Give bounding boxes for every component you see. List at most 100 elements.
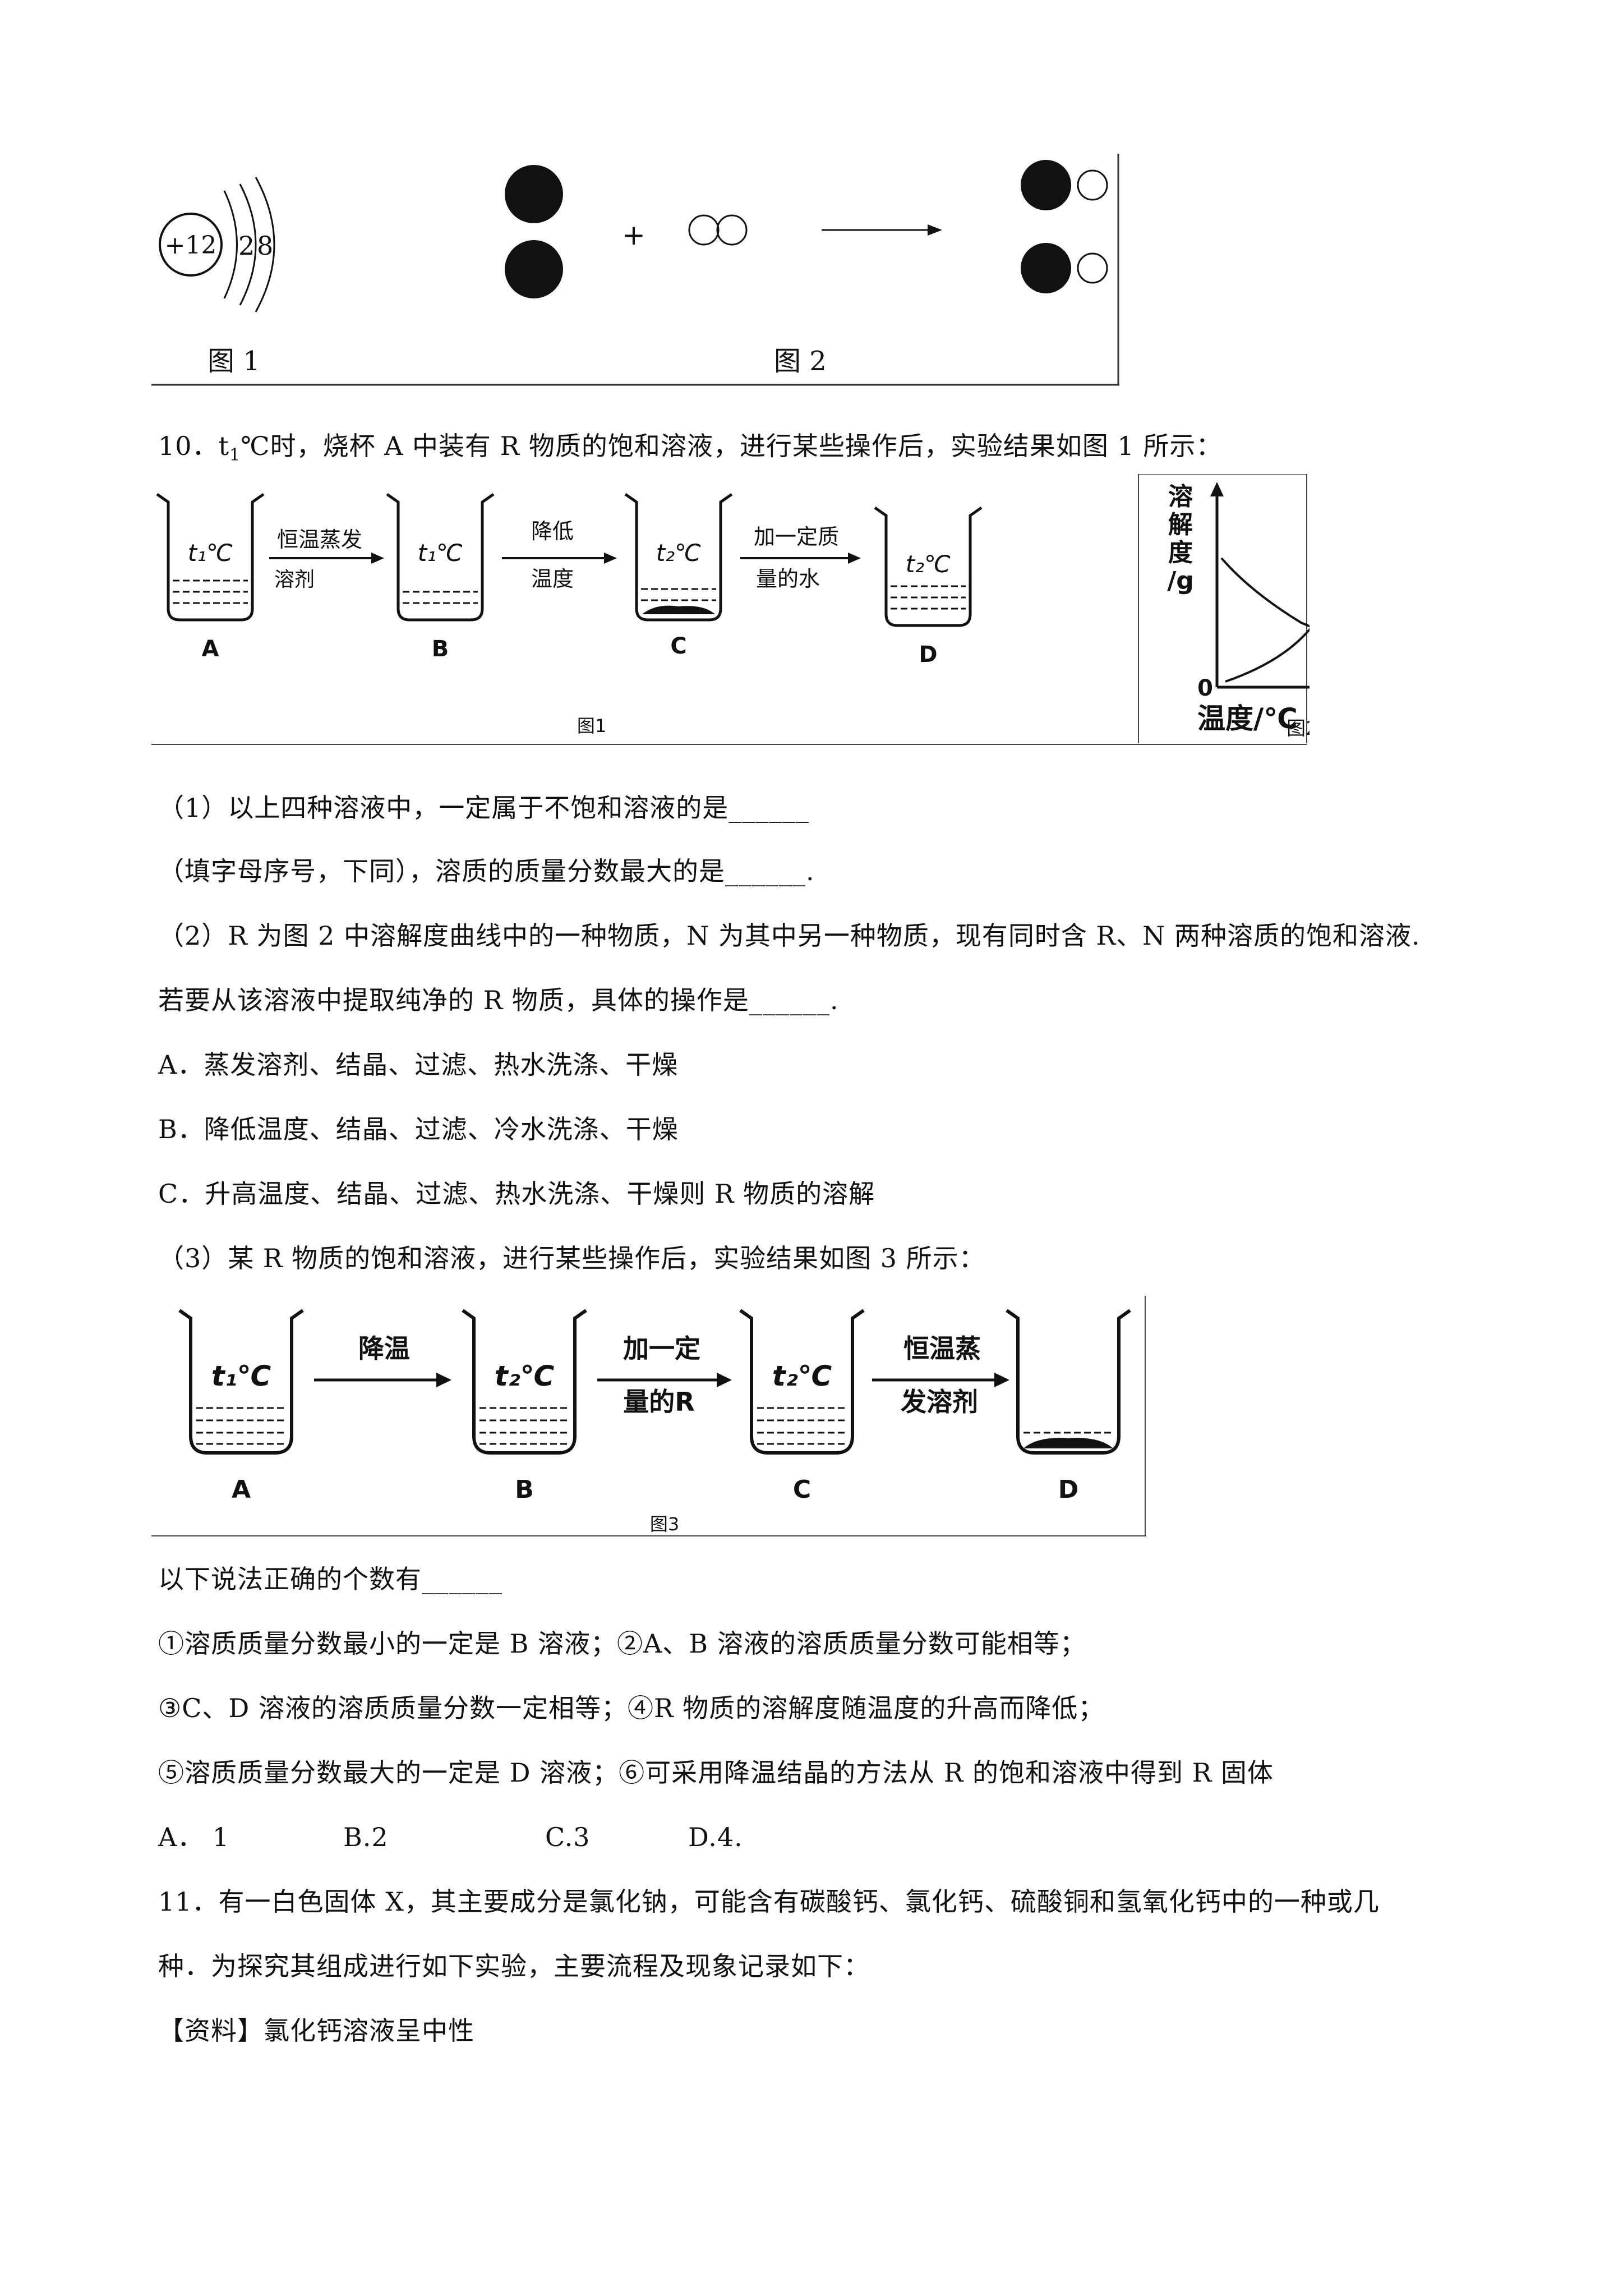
arrow-1-3: 加一定质 量的水 [740, 524, 861, 591]
white-atom-1 [688, 214, 720, 246]
beaker-1B: t₁℃ B [386, 493, 495, 662]
plus-sign: + [622, 219, 645, 251]
q11-line-1: 11．有一白色固体 X，其主要成分是氯化钠，可能含有碳酸钙、氯化钙、硫酸铜和氢氧… [158, 1887, 1380, 1917]
product-white-2 [1077, 252, 1108, 284]
fig2-ylabel-4: /g [1167, 567, 1194, 595]
nucleus-circle [159, 213, 223, 277]
q10-statement-3: ⑤溶质质量分数最大的一定是 D 溶液；⑥可采用降温结晶的方法从 R 的饱和溶液中… [158, 1757, 1274, 1788]
arrow-1-2-line2: 温度 [531, 567, 574, 591]
beaker-3A: t₁℃ A [178, 1309, 304, 1504]
shell-electrons-2: 8 [257, 231, 273, 261]
figure-3-svg: t₁℃ A 降温 t₂℃ B 加一定 量的R [151, 1296, 1146, 1536]
fig2-ylabel-2: 解 [1168, 510, 1193, 539]
beaker-3B-label: B [515, 1475, 534, 1504]
arrow-1-3-line1: 加一定质 [754, 524, 839, 549]
black-atom-top [505, 165, 563, 223]
arrow-3-2-line1: 加一定 [623, 1333, 700, 1364]
beaker-1D-label: D [919, 642, 937, 668]
q10-optA: A．蒸发溶剂、结晶、过滤、热水洗涤、干燥 [158, 1050, 679, 1080]
beaker-3B: t₂℃ B [462, 1309, 587, 1504]
q10-intro-sub: 1 [229, 445, 241, 466]
q10-p1a: （1）以上四种溶液中，一定属于不饱和溶液的是______ [158, 793, 810, 823]
q10-p1b: （填字母序号，下同），溶质的质量分数最大的是______. [158, 856, 815, 886]
beaker-3C-label: C [793, 1475, 811, 1504]
shell-arc-3 [255, 177, 275, 312]
q10-stem: 以下说法正确的个数有______ [158, 1564, 502, 1594]
shell-electrons-1: 2 [238, 231, 255, 261]
beaker-3C: t₂℃ C [739, 1309, 865, 1504]
figure-1-2: t₁℃ A 恒温蒸发 溶剂 t₁℃ B 降低 温度 t₂℃ [151, 474, 1310, 746]
beaker-3D: D [1006, 1309, 1131, 1504]
arrow-1-1-line2: 溶剂 [274, 568, 315, 591]
curve-b [1220, 557, 1310, 628]
choice-B: B.2 [343, 1822, 389, 1852]
arrow-1-1-line1: 恒温蒸发 [277, 527, 362, 552]
arrow-1-2-line1: 降低 [531, 519, 574, 544]
arrow-3-1: 降温 [314, 1333, 451, 1387]
q10-intro: 10．t1℃时，烧杯 A 中装有 R 物质的饱和溶液，进行某些操作后，实验结果如… [158, 429, 1222, 472]
shell-arc-1 [223, 190, 238, 299]
black-atom-bottom [505, 240, 563, 298]
fig2-ylabel-3: 度 [1168, 539, 1193, 567]
beaker-1C: t₂℃ C [624, 493, 733, 659]
caption-fig2: 图 2 [774, 346, 827, 377]
q11-line-2: 种．为探究其组成进行如下实验，主要流程及现象记录如下： [158, 1951, 870, 1981]
q10-intro-prefix: 10．t [158, 431, 230, 461]
arrow-3-2-line2: 量的R [623, 1387, 694, 1417]
arrow-3-3-line1: 恒温蒸 [903, 1333, 981, 1364]
choice-A: A． 1 [158, 1822, 230, 1852]
reaction-arrow-head [928, 224, 942, 236]
q11-line-3: 【资料】氯化钙溶液呈中性 [158, 2016, 474, 2046]
q10-intro-suffix: ℃时，烧杯 A 中装有 R 物质的饱和溶液，进行某些操作后，实验结果如图 1 所… [241, 431, 1223, 461]
beaker-1B-temp: t₁℃ [418, 539, 463, 567]
beaker-1A-label: A [202, 636, 219, 662]
shell-arc-2 [239, 183, 257, 306]
caption-fig1: 图 1 [208, 346, 260, 377]
beaker-1D-temp: t₂℃ [906, 550, 951, 578]
q10-statement-2: ③C、D 溶液的溶质质量分数一定相等；④R 物质的溶解度随温度的升高而降低； [158, 1693, 1105, 1723]
beaker-1C-label: C [670, 633, 686, 659]
product-black-1 [1021, 160, 1071, 210]
product-white-1 [1077, 169, 1108, 201]
figure-atom-reaction: +12 2 8 图 1 + 图 2 [151, 151, 1122, 387]
arrow-1-2: 降低 温度 [502, 519, 617, 591]
beaker-3C-temp: t₂℃ [772, 1360, 832, 1392]
choice-C: C.3 [545, 1822, 591, 1852]
curve-a [1225, 628, 1310, 683]
q10-p2b: 若要从该溶液中提取纯净的 R 物质，具体的操作是______. [158, 985, 839, 1015]
beaker-3A-temp: t₁℃ [211, 1360, 271, 1392]
arrow-1-1: 恒温蒸发 溶剂 [269, 527, 384, 591]
q10-choices: A． 1 B.2 C.3 D.4. [158, 1820, 743, 1854]
q10-statement-1: ①溶质质量分数最小的一定是 B 溶液；②A、B 溶液的溶质质量分数可能相等； [158, 1628, 1086, 1659]
arrow-1-3-line2: 量的水 [756, 567, 820, 591]
arrow-3-1-line1: 降温 [358, 1333, 410, 1364]
figure-1-2-svg: t₁℃ A 恒温蒸发 溶剂 t₁℃ B 降低 温度 t₂℃ [151, 474, 1310, 745]
fig2-ylabel-1: 溶 [1168, 482, 1193, 511]
figure-3: t₁℃ A 降温 t₂℃ B 加一定 量的R [151, 1296, 1150, 1537]
q10-p2a: （2）R 为图 2 中溶解度曲线中的一种物质，N 为其中另一种物质，现有同时含 … [158, 921, 1421, 951]
fig2-xlabel: 温度/℃ [1197, 702, 1298, 735]
beaker-3D-label: D [1058, 1475, 1079, 1504]
beaker-1A: t₁℃ A [156, 493, 265, 662]
nucleus-charge: +12 [165, 231, 217, 260]
atom-reaction-svg: +12 2 8 图 1 + 图 2 [151, 154, 1119, 386]
beaker-1B-label: B [432, 636, 449, 662]
q10-optB: B．降低温度、结晶、过滤、冷水洗涤、干燥 [158, 1114, 679, 1144]
beaker-1A-temp: t₁℃ [188, 539, 233, 567]
arrow-3-2: 加一定 量的R [597, 1333, 732, 1417]
fig2-origin: 0 [1197, 675, 1213, 701]
choice-D: D.4. [688, 1822, 743, 1852]
fig2-caption: 图2 [1287, 717, 1310, 740]
fig2-y-arrow [1210, 482, 1224, 496]
beaker-3B-temp: t₂℃ [495, 1360, 555, 1392]
beaker-1D: t₂℃ D [874, 506, 983, 668]
fig1-caption: 图1 [577, 715, 606, 737]
q10-optC: C．升高温度、结晶、过滤、热水洗涤、干燥则 R 物质的溶解 [158, 1179, 875, 1209]
beaker-3A-label: A [232, 1475, 251, 1504]
arrow-3-3-line2: 发溶剂 [901, 1387, 978, 1417]
beaker-1C-temp: t₂℃ [656, 539, 701, 567]
arrow-3-3: 恒温蒸 发溶剂 [872, 1333, 1009, 1417]
fig3-caption: 图3 [650, 1513, 679, 1535]
white-atom-2 [716, 214, 748, 246]
solubility-chart: 溶 解 度 /g 0 a b 图2 [1167, 482, 1310, 740]
